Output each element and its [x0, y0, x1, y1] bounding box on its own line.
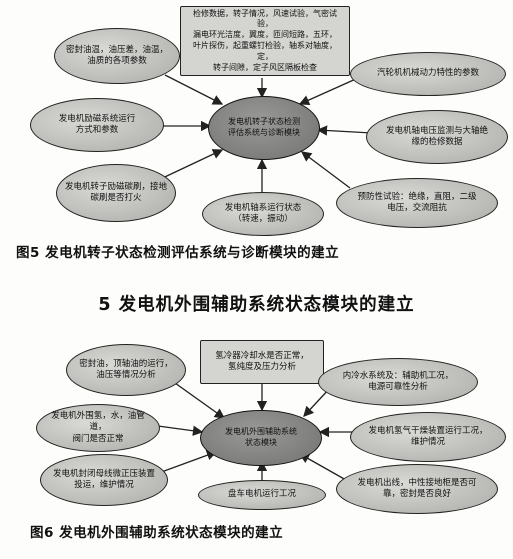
fig5-left-mid-node: 发电机励磁系统运行 方式和参数: [30, 98, 164, 152]
fig5-right-bottom-node: 预防性试验：绝缘，直阻，二级 电压，交流阻抗: [336, 178, 498, 228]
arrow-left-top: [167, 377, 226, 419]
fig5-top-box: 检修数据，转子情况，风速试验，气密试验， 漏电环光洁度，翼度，匝间短路，五环， …: [180, 6, 350, 76]
figure-6-caption: 图6 发电机外围辅助系统状态模块的建立: [30, 525, 284, 541]
fig6-right-top-node: 内冷水系统及：辅助机工况， 电源可靠性分析: [318, 358, 478, 406]
fig6-bottom-node: 盘车电机运行工况: [198, 480, 326, 510]
fig5-right-mid-node: 发电机轴电压监测与大轴绝 缘的检修数据: [366, 110, 508, 164]
fig5-left-top-node: 密封油温，油压差，油温， 油质的各项参数: [54, 28, 180, 84]
fig6-center-node: 发电机外围辅助系统 状态模块: [200, 410, 322, 466]
fig6-left-bottom-node: 发电机封闭母线微正压装置 投运，维护情况: [40, 454, 168, 506]
arrow-left-bottom: [155, 450, 218, 475]
fig6-left-mid-node: 发电机外围氢，水，油管道， 阀门是否正常: [36, 404, 160, 452]
section-title: 5 发电机外围辅助系统状态模块的建立: [98, 295, 415, 315]
arrow-right-bottom: [300, 151, 351, 189]
fig5-center-node: 发电机转子状态检测 评估系统与诊断模块: [208, 96, 320, 160]
fig5-left-bottom-node: 发电机转子励磁碳刷，接地 碳刷是否打火: [56, 164, 176, 222]
fig5-right-top-node: 汽轮机机械动力特性的参数: [350, 52, 506, 96]
arrow-right-mid: [316, 125, 373, 136]
arrow-right-bottom: [298, 453, 347, 481]
figure-5-caption: 图5 发电机转子状态检测评估系统与诊断模块的建立: [16, 245, 340, 261]
arrow-left-mid: [157, 425, 204, 436]
fig5-bottom-node: 发电机轴系运行状态 （转速，振动）: [202, 192, 324, 236]
fig6-right-mid-node: 发电机氢气干燥装置运行工况， 维护情况: [350, 412, 506, 462]
arrow-right-top: [298, 77, 359, 106]
fig6-top-box: 氢冷器冷却水是否正常， 氢纯度及压力分析: [200, 340, 324, 384]
fig6-left-top-node: 密封油，顶轴油的运行， 油压等情况分析: [66, 344, 186, 396]
arrow-left-top: [164, 74, 224, 105]
fig6-right-bottom-node: 发电机出线，中性接地柜是否可 靠，密封是否良好: [336, 464, 498, 514]
figure-6-diagram: 氢冷器冷却水是否正常， 氢纯度及压力分析 密封油，顶轴油的运行， 油压等情况分析…: [0, 328, 513, 518]
figure-5-diagram: 检修数据，转子情况，风速试验，气密试验， 漏电环光洁度，翼度，匝间短路，五环， …: [0, 0, 513, 250]
